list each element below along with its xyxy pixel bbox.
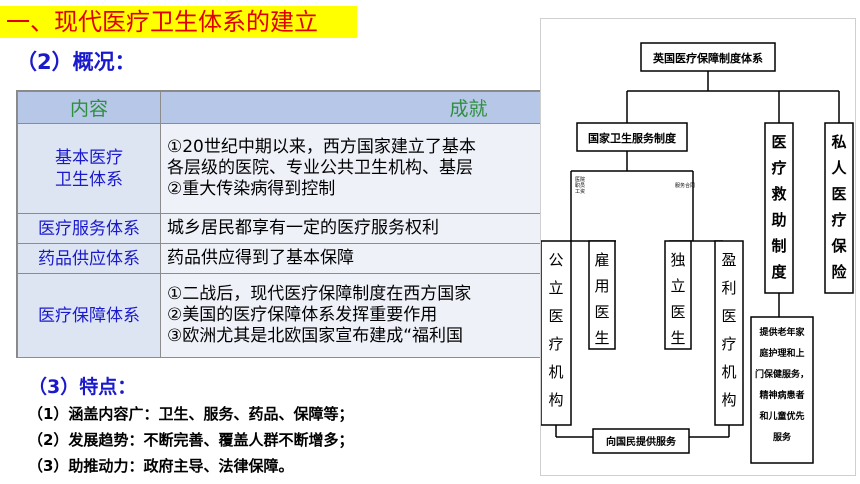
feature-item: （2）发展趋势：不断完善、覆盖人群不断增多； xyxy=(28,431,354,449)
aid-desc-box xyxy=(750,316,814,464)
national-box xyxy=(576,122,688,152)
row-detail: ①20世纪中期以来，西方国家建立了基本 各层级的医院、专业公共卫生机构、基层 ②… xyxy=(160,123,542,214)
aid-box xyxy=(764,122,794,294)
table-row: 医疗服务体系 城乡居民都享有一定的医疗服务权利 xyxy=(17,213,542,244)
header-content: 内容 xyxy=(17,91,161,124)
bottom-label: 向国民提供服务 xyxy=(606,435,677,448)
row-name: 基本医疗 卫生体系 xyxy=(17,123,161,214)
private-box xyxy=(824,122,854,294)
row-name: 药品供应体系 xyxy=(17,243,161,274)
diagram-canvas: 英国医疗保障制度体系 国家卫生服务制度 医疗救助制度 私人医疗保险 医院职员工资… xyxy=(541,42,854,464)
row-detail: 药品供应得到了基本保障 xyxy=(160,243,542,274)
leaf-box xyxy=(664,240,692,350)
private-label: 私人医疗保险 xyxy=(830,133,847,281)
root-box xyxy=(640,42,776,72)
table-row: 药品供应体系 药品供应得到了基本保障 xyxy=(17,243,542,274)
row-name: 医疗服务体系 xyxy=(17,213,161,244)
header-achievement: 成就 xyxy=(160,91,542,124)
aid-label: 医疗救助制度 xyxy=(771,133,787,281)
tiny-label-left: 医院职员工资 xyxy=(575,176,585,195)
page-title: 一、现代医疗卫生体系的建立 xyxy=(0,6,357,38)
leaf-label: 独立医生 xyxy=(670,251,685,347)
section-subtitle: （2）概况： xyxy=(16,50,136,74)
leaf-box xyxy=(541,240,572,426)
row-name: 医疗保障体系 xyxy=(17,273,161,358)
row-detail: ①二战后，现代医疗保障制度在西方国家 ②美国的医疗保障体系发挥重要作用 ③欧洲尤… xyxy=(160,273,542,358)
overview-table: 内容 成就 基本医疗 卫生体系 ①20世纪中期以来，西方国家建立了基本 各层级的… xyxy=(16,90,542,358)
feature-item: （3）助推动力：政府主导、法律保障。 xyxy=(28,457,294,475)
leaf-box xyxy=(588,240,616,350)
root-label: 英国医疗保障制度体系 xyxy=(652,51,763,65)
aid-desc-label: 提供老年家庭护理和上门保健服务，精神病患者和儿童优先服务 xyxy=(755,326,809,443)
row-detail: 城乡居民都享有一定的医疗服务权利 xyxy=(160,213,542,244)
leaf-label: 公立医疗机构 xyxy=(548,251,563,409)
features-heading: （3）特点： xyxy=(28,376,137,398)
table-row: 医疗保障体系 ①二战后，现代医疗保障制度在西方国家 ②美国的医疗保障体系发挥重要… xyxy=(17,273,542,358)
bottom-box xyxy=(592,428,690,454)
tiny-label-right: 服务合同 xyxy=(675,182,695,189)
feature-item: （1）涵盖内容广：卫生、服务、药品、保障等； xyxy=(28,405,354,423)
leaf-label: 盈利医疗机构 xyxy=(721,251,736,409)
national-label: 国家卫生服务制度 xyxy=(588,131,677,145)
table-row: 基本医疗 卫生体系 ①20世纪中期以来，西方国家建立了基本 各层级的医院、专业公… xyxy=(17,123,542,214)
uk-healthcare-diagram: 英国医疗保障制度体系 国家卫生服务制度 医疗救助制度 私人医疗保险 医院职员工资… xyxy=(540,18,856,476)
leaf-label: 雇用医生 xyxy=(594,251,609,347)
